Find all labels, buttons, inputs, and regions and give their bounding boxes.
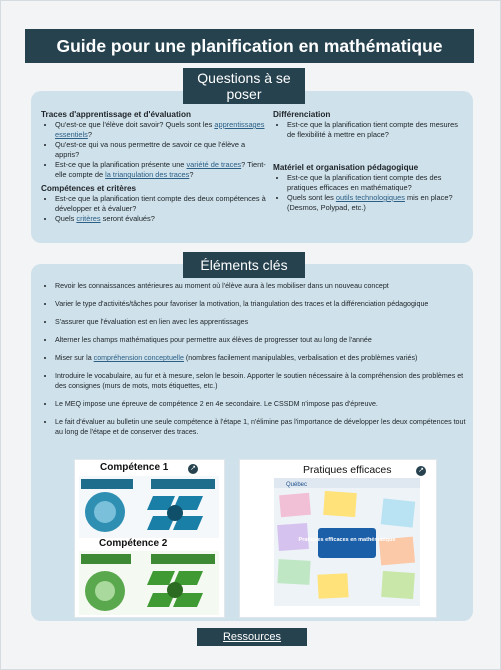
list-item: Revoir les connaissances antérieures au … [55, 282, 471, 292]
competence-2-title: Compétence 2 [99, 538, 168, 549]
list-item: Quels sont les outils technologiques mis… [287, 193, 467, 213]
questions-heading: Questions à se poser [183, 68, 305, 104]
questions-heading-line1: Questions à se [197, 70, 291, 86]
text: Qu'est-ce qui va nous permettre de savoi… [55, 140, 246, 159]
materiel-heading: Matériel et organisation pédagogique [273, 163, 419, 172]
link-criteres[interactable]: critères [76, 214, 101, 223]
ressources-label: Ressources [222, 631, 282, 643]
list-item: Varier le type d'activités/tâches pour f… [55, 300, 471, 310]
link-apprentissages-essentiels[interactable]: apprentissages essentiels [55, 120, 265, 139]
pratiques-efficaces-thumbnail: Québec Pratiques efficaces en mathématiq… [274, 478, 420, 606]
list-item: Le MEQ impose une épreuve de compétence … [55, 400, 471, 410]
text: Est-ce que la planification présente une [55, 160, 187, 169]
text: Varier le type d'activités/tâches pour f… [55, 300, 429, 309]
link-icon[interactable]: ↗ [416, 466, 426, 476]
text: Quels [55, 214, 77, 223]
competences-card[interactable]: Compétence 1 ↗ Compétence 2 [74, 459, 225, 618]
text: Introduire le vocabulaire, au fur et à m… [55, 372, 464, 391]
competence-2-thumbnail [79, 551, 219, 615]
list-item: Quels critères seront évalués? [55, 214, 269, 224]
differenciation-heading: Différenciation [273, 110, 331, 119]
list-item: Le fait d'évaluer au bulletin une seule … [55, 418, 471, 437]
elements-list: Revoir les connaissances antérieures au … [43, 282, 471, 446]
quebec-logo-text: Québec [286, 482, 307, 488]
text: Qu'est-ce que l'élève doit savoir? Quels… [55, 120, 215, 129]
link-triangulation-des-traces[interactable]: la triangulation des traces [105, 170, 190, 179]
text: S'assurer que l'évaluation est en lien a… [55, 318, 249, 327]
link-comprehension-conceptuelle[interactable]: compréhension conceptuelle [93, 354, 184, 363]
text: Alterner les champs mathématiques pour p… [55, 336, 372, 345]
pratiques-efficaces-title: Pratiques efficaces [303, 464, 392, 476]
competences-heading: Compétences et critères [41, 184, 137, 193]
text: Est-ce que la planification tient compte… [55, 194, 266, 213]
text: Est-ce que la planification tient compte… [287, 173, 442, 192]
list-item: Introduire le vocabulaire, au fur et à m… [55, 372, 471, 391]
link-icon[interactable]: ↗ [188, 464, 198, 474]
list-item: Est-ce que la planification tient compte… [55, 194, 269, 214]
questions-right-column: Différenciation Est-ce que la planificat… [273, 109, 467, 215]
text: ? Tient-elle compte de [55, 160, 266, 179]
text: Miser sur la [55, 354, 94, 363]
list-item: Alterner les champs mathématiques pour p… [55, 336, 471, 346]
list-item: Qu'est-ce que l'élève doit savoir? Quels… [55, 120, 269, 140]
list-item: S'assurer que l'évaluation est en lien a… [55, 318, 471, 328]
competence-1-title: Compétence 1 [100, 462, 169, 473]
list-item: Est-ce que la planification tient compte… [287, 173, 467, 193]
text: Revoir les connaissances antérieures au … [55, 282, 389, 290]
competence-1-thumbnail [79, 476, 219, 538]
page-title: Guide pour une planification en mathémat… [25, 29, 474, 63]
ressources-button[interactable]: Ressources [197, 628, 307, 646]
questions-left-column: Traces d'apprentissage et d'évaluation Q… [41, 109, 269, 226]
pratiques-efficaces-card[interactable]: Pratiques efficaces ↗ Québec Pratiques e… [239, 459, 437, 618]
text: Quels sont les [287, 193, 336, 202]
text: ? [189, 170, 194, 179]
text: seront évalués? [100, 214, 155, 223]
text: ? [87, 130, 92, 139]
text: mis en place? (Desmos, Polypad, etc.) [287, 193, 453, 212]
pratiques-center-text: Pratiques efficaces en mathématique [299, 537, 396, 543]
text: Le fait d'évaluer au bulletin une seule … [55, 418, 466, 436]
list-item: Est-ce que la planification tient compte… [287, 120, 467, 140]
traces-heading: Traces d'apprentissage et d'évaluation [41, 110, 191, 119]
text: Le MEQ impose une épreuve de compétence … [55, 400, 378, 409]
link-outils-technologiques[interactable]: outils technologiques [335, 193, 405, 202]
link-variete-de-traces[interactable]: variété de traces [186, 160, 242, 169]
elements-heading: Éléments clés [183, 252, 305, 278]
questions-panel [31, 91, 473, 243]
list-item: Qu'est-ce qui va nous permettre de savoi… [55, 140, 269, 160]
text: (nombres facilement manipulables, verbal… [183, 354, 418, 363]
list-item: Est-ce que la planification présente une… [55, 160, 269, 180]
questions-heading-line2: poser [226, 86, 262, 102]
list-item: Miser sur la compréhension conceptuelle … [55, 354, 471, 364]
